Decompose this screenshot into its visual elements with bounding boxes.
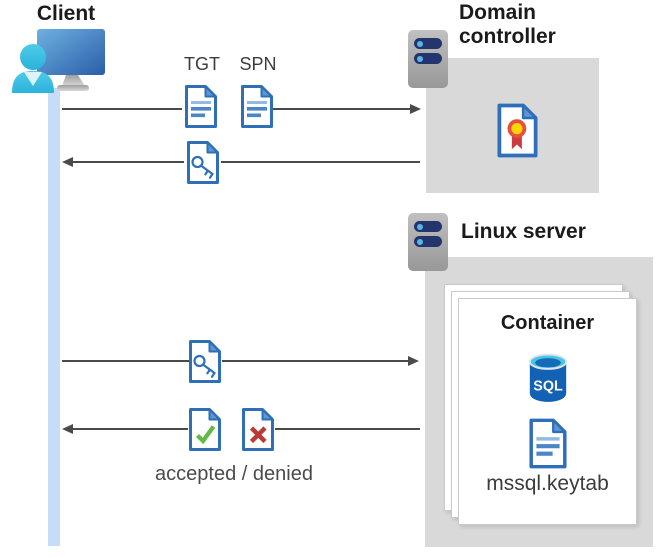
denied-cross-document-icon <box>242 408 274 451</box>
accepted-check-document-icon <box>189 408 221 451</box>
arrow-dc-to-client-segment <box>221 161 420 163</box>
arrow-client-to-linux-segment <box>62 360 189 362</box>
keytab-filename: mssql.keytab <box>486 472 609 495</box>
service-ticket-key-document-icon <box>187 141 219 184</box>
client-label: Client <box>36 2 96 25</box>
tgt-label: TGT <box>184 54 220 74</box>
arrow-linux-to-client-head <box>62 424 188 434</box>
domain-controller-label-line2: controller <box>459 25 556 48</box>
client-user-monitor-icon <box>12 29 105 93</box>
domain-controller-server-icon <box>408 30 448 88</box>
server-bar-icon <box>414 38 442 49</box>
accepted-denied-label: accepted / denied <box>155 463 313 485</box>
sql-database-icon: SQL <box>528 353 568 402</box>
spn-document-icon <box>241 85 273 128</box>
sql-badge-text: SQL <box>533 378 563 394</box>
arrow-client-to-dc-segment <box>62 108 182 110</box>
arrow-client-to-linux-head <box>222 356 419 366</box>
spn-label: SPN <box>239 54 277 74</box>
domain-controller-label-line1: Domain <box>459 1 537 24</box>
arrow-client-to-dc-head <box>272 104 421 114</box>
server-bar-icon <box>414 53 442 64</box>
server-bar-icon <box>414 221 442 232</box>
container-sheet: Container SQL mssql.keytab <box>458 298 637 525</box>
arrow-linux-to-client-segment <box>275 428 420 430</box>
certificate-document-icon <box>497 103 538 158</box>
keytab-document-icon <box>529 418 567 469</box>
client-timeline-line <box>48 88 60 546</box>
service-ticket-key-document-icon <box>189 340 221 383</box>
domain-controller-label: Domain controller <box>459 1 556 49</box>
tgt-document-icon <box>185 85 217 128</box>
container-title: Container <box>500 312 595 334</box>
server-bar-icon <box>414 236 442 247</box>
linux-server-icon <box>408 213 448 271</box>
arrow-dc-to-client-head <box>62 157 184 167</box>
linux-server-label: Linux server <box>461 220 586 243</box>
